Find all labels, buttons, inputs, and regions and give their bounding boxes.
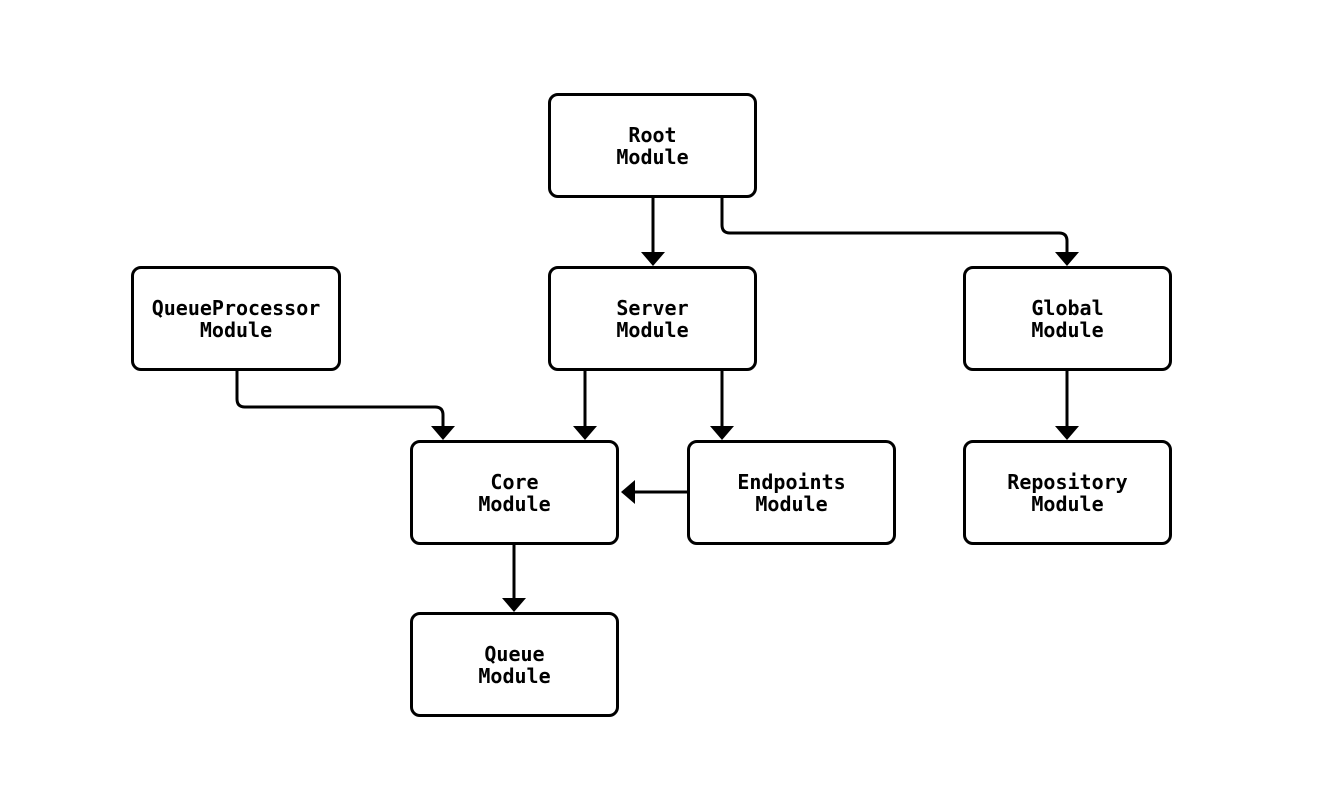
edge-root-module-to-global-module	[720, 198, 1069, 255]
node-queue-module: Queue Module	[410, 612, 619, 717]
node-label-endpoints-module: Endpoints Module	[737, 469, 846, 516]
node-label-core-module: Core Module	[478, 469, 551, 516]
node-label-queue-module: Queue Module	[478, 641, 551, 688]
node-label-root-module: Root Module	[616, 122, 689, 169]
node-repository-module: Repository Module	[963, 440, 1172, 545]
arrowhead-icon-queueprocessor-module-to-core-module	[431, 426, 455, 440]
arrowhead-icon-global-module-to-repository-module	[1055, 426, 1079, 440]
node-core-module: Core Module	[410, 440, 619, 545]
arrowhead-icon-endpoints-module-to-core-module	[621, 480, 635, 504]
node-label-repository-module: Repository Module	[1007, 469, 1128, 516]
node-root-module: Root Module	[548, 93, 757, 198]
edge-queueprocessor-module-to-core-module	[235, 371, 445, 429]
node-label-global-module: Global Module	[1031, 295, 1104, 342]
node-label-queueprocessor-module: QueueProcessor Module	[151, 295, 321, 342]
node-global-module: Global Module	[963, 266, 1172, 371]
arrowhead-icon-core-module-to-queue-module	[502, 598, 526, 612]
arrowhead-icon-server-module-to-core-module	[573, 426, 597, 440]
arrowhead-icon-server-module-to-endpoints-module	[710, 426, 734, 440]
node-server-module: Server Module	[548, 266, 757, 371]
node-endpoints-module: Endpoints Module	[687, 440, 896, 545]
arrowhead-icon-root-module-to-global-module	[1055, 252, 1079, 266]
arrowhead-icon-root-module-to-server-module	[641, 252, 665, 266]
node-queueprocessor-module: QueueProcessor Module	[131, 266, 341, 371]
node-label-server-module: Server Module	[616, 295, 689, 342]
